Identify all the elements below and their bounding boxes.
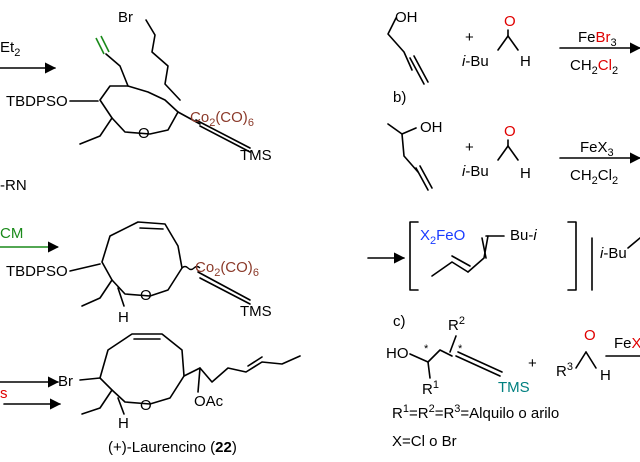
- plus-a: +: [465, 29, 474, 46]
- plus-c: +: [528, 355, 537, 372]
- compound-1: Br O TBDPSO TMS Co2(CO)6: [6, 9, 272, 164]
- h-label-c: H: [600, 367, 611, 384]
- carbonyl-o-c: O: [584, 327, 596, 344]
- reaction-a: OH + i-Bu O H FeBr3 CH2Cl2: [387, 9, 640, 85]
- reagent-et2: Et2: [0, 39, 20, 59]
- plus-b: +: [465, 139, 474, 156]
- carbonyl-o-a: O: [504, 13, 516, 30]
- reaction-b: OH + i-Bu O H FeX3 CH2Cl2: [387, 119, 640, 191]
- tms-label-1: TMS: [240, 147, 272, 164]
- ibu-b: i-Bu: [462, 163, 489, 180]
- h-label-3: H: [118, 415, 129, 432]
- reagent-rn: -RN: [0, 177, 27, 194]
- r2-label: R2: [448, 315, 465, 334]
- allyl-double: [100, 35, 110, 53]
- oac-label: OAc: [194, 393, 224, 410]
- svg-text:Et2: Et2: [0, 39, 20, 59]
- tbdpso-label: TBDPSO: [6, 93, 68, 110]
- ho-label-c: HO: [386, 345, 409, 362]
- h-label-b: H: [520, 165, 531, 182]
- bromo-label: Br: [118, 9, 133, 26]
- cobalt-label-1: Co2(CO)6: [190, 109, 254, 129]
- allyl-chain: [95, 37, 105, 55]
- solvent-b: CH2Cl2: [570, 167, 618, 187]
- reagent-cm: CM: [0, 225, 23, 242]
- ring-oxygen: O: [138, 125, 150, 142]
- laurencino-caption: (+)-Laurencino (22): [108, 439, 237, 456]
- compound-3-laurencino: O Br H OAc: [58, 333, 301, 432]
- oh-label-a: OH: [395, 9, 418, 26]
- stereo-star-2: *: [458, 343, 463, 355]
- reagent-bottom: s: [0, 385, 8, 402]
- label-c: c): [393, 313, 406, 330]
- note-halogen: X=Cl o Br: [392, 433, 457, 450]
- reagent-fex-c: FeX: [614, 335, 640, 352]
- reaction-c: HO * R1 * R2 TMS + R3 O H FeX: [386, 315, 640, 398]
- compound-2: O TBDPSO H TMS Co2(CO)6: [6, 221, 272, 326]
- reagent-fex3: FeX3: [580, 139, 614, 159]
- ring-oxygen-3: O: [140, 397, 152, 414]
- r1-label: R1: [422, 379, 439, 398]
- solvent-a: CH2Cl2: [570, 57, 618, 77]
- note-substituents: R1=R2=R3=Alquilo o arilo: [392, 403, 559, 422]
- bu-label: Bu-i: [510, 227, 537, 244]
- bromo-label-3: Br: [58, 373, 73, 390]
- x2feo-label: X2FeO: [420, 227, 465, 247]
- tbdpso-label-2: TBDPSO: [6, 263, 68, 280]
- oh-label-b: OH: [420, 119, 443, 136]
- carbonyl-o-b: O: [504, 123, 516, 140]
- tms-label-2: TMS: [240, 303, 272, 320]
- cobalt-label-2: Co2(CO)6: [195, 259, 259, 279]
- tms-label-c: TMS: [498, 379, 530, 396]
- intermediate-bracket: X2FeO Bu-i i-Bu: [367, 221, 640, 291]
- label-b: b): [393, 89, 406, 106]
- r3-label: R3: [556, 361, 573, 380]
- stereo-star-1: *: [424, 343, 429, 355]
- h-label-a: H: [520, 53, 531, 70]
- ring-oxygen-2: O: [140, 287, 152, 304]
- ibu-tail: i-Bu: [600, 245, 627, 262]
- reagent-febr3: FeBr3: [578, 29, 617, 49]
- ibu-a: i-Bu: [462, 53, 489, 70]
- h-label-2: H: [118, 309, 129, 326]
